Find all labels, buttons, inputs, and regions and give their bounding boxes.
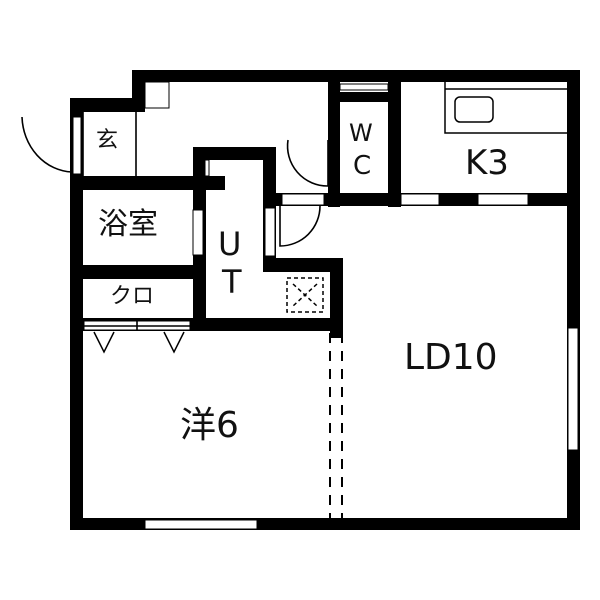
closet-door-markers [93,331,185,354]
room-label-utility-2: T [222,263,242,301]
room-label-kitchen: K3 [465,143,509,183]
room-label-toilet-2: C [353,151,372,181]
room-label-toilet-1: W [349,119,373,147]
room-label-bath: 浴室 [98,207,158,242]
washer-space [286,277,324,313]
room-label-utility-1: U [218,225,242,263]
room-label-western-room: 洋6 [180,405,239,446]
door-swings [21,112,329,330]
room-label-closet: クロ [110,284,155,309]
kitchen-counter [444,82,567,134]
room-label-entrance: 玄 [96,128,119,153]
room-label-living-dining: LD10 [404,337,498,378]
partition-dashed [329,333,343,518]
